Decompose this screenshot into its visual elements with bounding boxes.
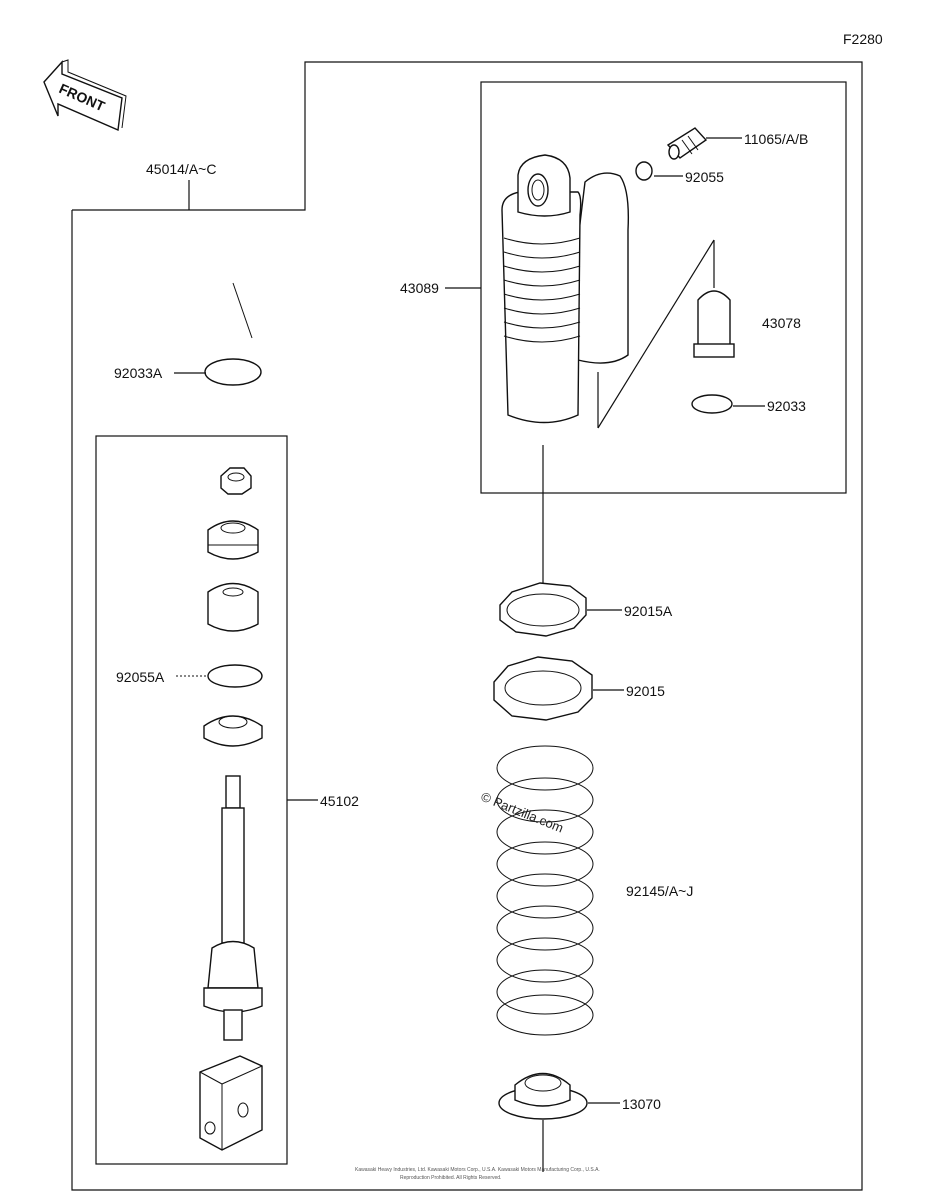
label-assy: 45014/A~C	[146, 161, 216, 177]
locknut-drawing	[493, 656, 593, 721]
label-spring-seat: 13070	[622, 1096, 661, 1112]
footer-line-2: Reproduction Prohibited. All Rights Rese…	[400, 1175, 501, 1181]
label-clip-left: 92033A	[114, 365, 163, 381]
label-bladder: 43078	[762, 315, 801, 331]
label-valve: 11065/A/B	[744, 131, 808, 147]
valve-drawing	[666, 127, 708, 160]
nut-drawing	[220, 467, 252, 495]
locknut-a-drawing	[499, 582, 587, 637]
oring-left-drawing	[207, 664, 263, 688]
clevis-drawing	[199, 1055, 263, 1151]
bladder-drawing	[693, 240, 735, 358]
piston-rod-drawing	[203, 775, 263, 1041]
clip-left-drawing	[204, 282, 262, 386]
label-rod-assy: 45102	[320, 793, 359, 809]
spring-seat-drawing	[498, 1072, 588, 1172]
clip-right-drawing	[691, 394, 733, 414]
label-oring-top: 92055	[685, 169, 724, 185]
label-locknut-a: 92015A	[624, 603, 673, 619]
outer-frame	[71, 61, 863, 1191]
piston-drawing	[207, 582, 259, 632]
front-arrow-icon: FRONT	[43, 59, 127, 132]
spring-drawing	[496, 745, 594, 1036]
footer-line-1: Kawasaki Heavy Industries, Ltd. Kawasaki…	[355, 1167, 600, 1173]
label-oring-left: 92055A	[116, 669, 165, 685]
label-clip-right: 92033	[767, 398, 806, 414]
label-locknut: 92015	[626, 683, 665, 699]
label-spring: 92145/A~J	[626, 883, 693, 899]
stopper-drawing	[203, 715, 263, 747]
shock-body-drawing	[501, 154, 715, 429]
oring-top-drawing	[635, 161, 653, 181]
diagram-code: F2280	[843, 31, 883, 47]
label-reservoir-body: 43089	[400, 280, 439, 296]
bushing-drawing	[207, 520, 259, 560]
watermark: © Partzilla.com	[479, 789, 566, 836]
